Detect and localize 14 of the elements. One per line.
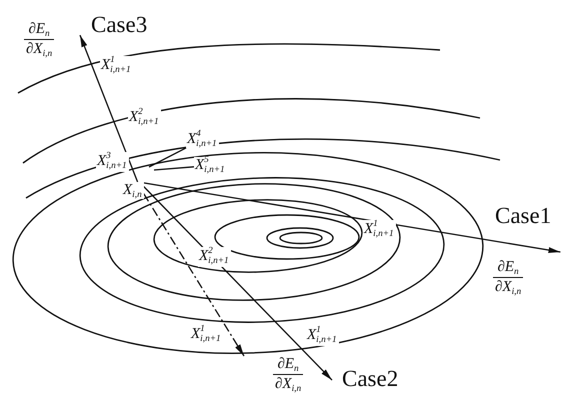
case-label: Case1 (494, 203, 574, 252)
fraction-denominator: ∂X$_{i,n}$ (25, 40, 54, 60)
leader-line (154, 166, 194, 171)
leader-line (148, 147, 186, 168)
fraction-numerator: ∂E$_{n}$ (273, 355, 304, 376)
fraction-denominator: ∂X$_{i,n}$ (274, 375, 302, 394)
fraction-numerator: ∂E$_{n}$ (493, 258, 524, 278)
fraction-denominator: ∂X$_{i,n}$ (494, 278, 522, 298)
arrow (144, 182, 560, 253)
arrow (143, 193, 245, 356)
fraction-numerator: ∂E$_{n}$ (24, 20, 54, 40)
arrow (143, 186, 332, 381)
point-label: X$_{i,n}$ (122, 182, 144, 200)
arrow (79, 34, 138, 182)
